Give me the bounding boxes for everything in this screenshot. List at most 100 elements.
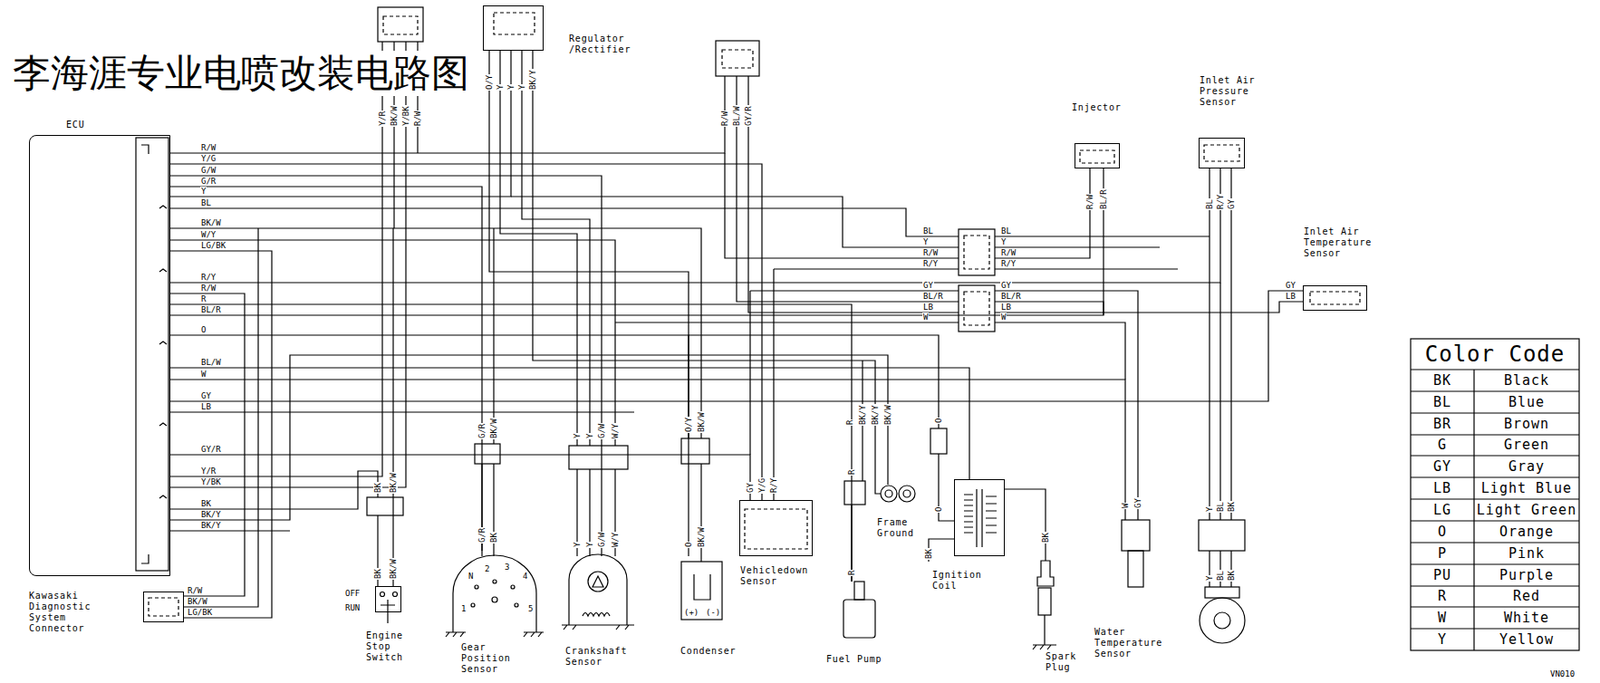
- water-temperature-sensor: Water Temperature Sensor: [1121, 520, 1150, 588]
- wire-color-code: Y: [585, 541, 595, 549]
- wire-color-code: W: [922, 312, 929, 322]
- component-symbol: [693, 574, 711, 600]
- component-symbol: [491, 597, 498, 603]
- color-table: [1410, 369, 1580, 651]
- wire-color-code: BL/R: [922, 291, 945, 301]
- ignition-coil: Ignition Coil: [954, 479, 1005, 557]
- wire: [521, 50, 590, 446]
- wire-color-code: Y: [585, 433, 595, 440]
- gear-position-mark: 4: [521, 571, 529, 581]
- wire-connector: [170, 379, 1126, 521]
- color-table-cell: BK: [1410, 372, 1475, 389]
- wire-connector: [1004, 489, 1046, 561]
- wire-connector: [170, 175, 602, 557]
- component-label: Engine Stop Switch: [366, 630, 407, 664]
- connector: [1204, 144, 1240, 162]
- connector: [1310, 291, 1360, 305]
- wire-color-code: GY/R: [200, 444, 222, 454]
- wire: [170, 208, 959, 237]
- component-symbol: [445, 555, 544, 637]
- connector: [930, 428, 947, 454]
- color-table-cell: Red: [1474, 587, 1580, 605]
- wire-color-code: R/Y: [200, 272, 217, 282]
- wire-color-code: R: [845, 419, 855, 426]
- pressure-sensor-connector: Inlet Air Pressure Sensor: [1198, 137, 1245, 169]
- connector: [844, 481, 866, 505]
- connector: [681, 438, 710, 464]
- wire-color-code: Y: [572, 433, 582, 440]
- color-table-cell: Light Green: [1474, 501, 1580, 519]
- color-table-cell: Black: [1474, 372, 1580, 389]
- wire-color-code: G/R: [477, 423, 487, 440]
- wire-color-code: GY/R: [743, 105, 753, 127]
- wire: [393, 228, 702, 439]
- wire-color-code: BK/Y: [200, 520, 222, 531]
- component-symbol: [1199, 597, 1245, 644]
- wire-color-code: BK/W: [489, 417, 499, 440]
- diagram-title: 李海涯专业电喷改装电路图: [12, 50, 470, 97]
- wire: [994, 268, 1178, 270]
- wire-color-code: BL: [200, 198, 213, 208]
- color-table-cell: Orange: [1474, 523, 1580, 540]
- component-symbol: [471, 603, 475, 608]
- connector: [493, 12, 535, 35]
- wire-color-code: BK/W: [389, 105, 399, 127]
- color-table-cell: Gray: [1474, 458, 1580, 475]
- color-table-cell: W: [1410, 609, 1475, 627]
- stop-switch: Engine Stop Switch: [375, 586, 402, 613]
- wire-color-code: BL/W: [732, 105, 742, 127]
- wire-color-code: R: [847, 569, 857, 577]
- wire-color-code: Y: [572, 541, 582, 549]
- wire-color-code: BL: [1000, 226, 1013, 236]
- regulator-connector: Regulator /Rectifier: [482, 5, 544, 51]
- connector: [1079, 150, 1115, 164]
- wire-color-code: R/Y: [1000, 259, 1017, 269]
- ecu-connector-strip: [135, 137, 169, 571]
- wire-color-code: R/Y: [1215, 193, 1225, 211]
- polarity-mark: (-): [704, 607, 722, 617]
- wire-color-code: BK/Y: [200, 510, 222, 520]
- frame-ground: Frame Ground: [879, 484, 916, 503]
- wire-color-code: G/R: [200, 176, 217, 186]
- wire-color-code: O: [200, 325, 207, 335]
- wire-color-code: Y: [495, 84, 505, 91]
- component-symbol: [885, 490, 893, 498]
- polarity-mark: (+): [683, 607, 700, 617]
- connector: [958, 229, 995, 276]
- wire: [724, 153, 959, 259]
- wire-color-code: O: [934, 506, 944, 513]
- component-symbol: [380, 592, 386, 598]
- wire-color-code: W/Y: [610, 531, 620, 549]
- component-label: Frame Ground: [877, 517, 923, 540]
- temperature-sensor-connector: Inlet Air Temperature Sensor: [1302, 285, 1368, 311]
- wire-color-code: GY: [200, 391, 213, 401]
- component-symbol: [854, 581, 865, 600]
- connector: [377, 7, 424, 42]
- wire-color-code: Y: [200, 186, 207, 196]
- wire-color-code: R/W: [200, 143, 217, 153]
- color-table-cell: Purple: [1474, 567, 1580, 584]
- color-table-cell: LB: [1410, 480, 1475, 497]
- color-table-cell: P: [1410, 545, 1475, 562]
- component-symbol: [474, 585, 479, 589]
- wire-color-code: GY: [745, 481, 755, 494]
- drawing-number: VN010: [1549, 669, 1576, 679]
- connector: [1121, 520, 1150, 551]
- wire-color-code: BL/R: [1098, 188, 1109, 211]
- wire-color-code: BK: [373, 568, 383, 580]
- gear-position-sensor: Gear Position Sensor: [448, 550, 541, 633]
- wire-color-code: O/Y: [484, 74, 494, 91]
- connector: [366, 497, 404, 516]
- wire-color-code: LG/BK: [186, 607, 213, 617]
- wire: [170, 41, 383, 477]
- wire-connector: [170, 168, 1104, 316]
- wire-color-code: BK: [489, 531, 499, 544]
- wire-connector: [170, 367, 970, 480]
- wire-color-code: BL/R: [200, 305, 222, 315]
- wire-color-code: LG/BK: [200, 240, 227, 251]
- wire-color-code: BK/Y: [857, 404, 868, 426]
- gear-position-mark: 1: [460, 604, 467, 614]
- wire-color-code: G/W: [597, 423, 607, 440]
- connector: [1198, 520, 1245, 551]
- wire: [773, 269, 959, 501]
